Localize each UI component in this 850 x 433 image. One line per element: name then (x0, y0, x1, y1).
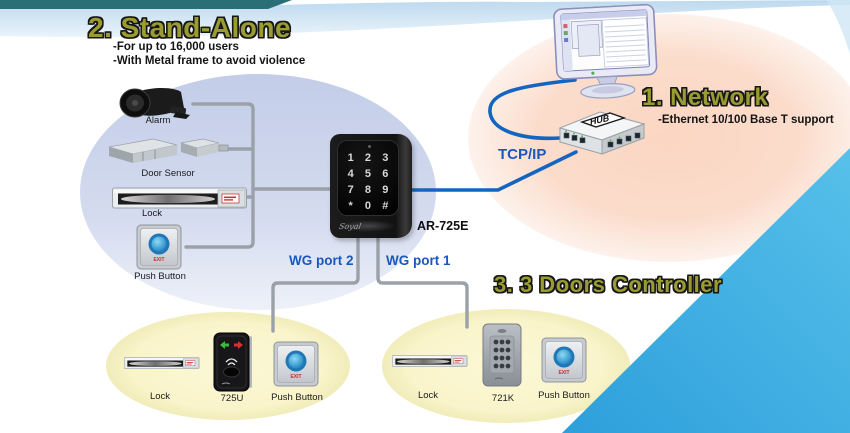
alarm-label: Alarm (145, 115, 171, 126)
key: * (348, 200, 353, 212)
top-right-wave (826, 0, 850, 54)
wg-port-2-label: WG port 2 (289, 253, 354, 268)
group1-push-button-icon: EXIT (273, 341, 319, 387)
key: 8 (364, 184, 372, 196)
group1-lock-label: Lock (149, 391, 171, 402)
group2-lock-label: Lock (417, 390, 439, 401)
reader-721k-label: 721K (491, 393, 515, 404)
reader-725u-icon (213, 332, 252, 392)
device-sheen (340, 220, 396, 232)
key: 1 (347, 152, 354, 164)
hub-label: HUB (590, 113, 610, 127)
soyal-brand-logo: Soyal (338, 222, 363, 231)
group1-lock-icon (124, 357, 200, 369)
led-indicator-icon (368, 145, 371, 148)
key: 3 (382, 152, 389, 164)
top-teal-strip (0, 0, 292, 9)
network-title: 1. Network (642, 84, 769, 111)
standalone-title: 2. Stand-Alone (88, 12, 292, 43)
key: 5 (364, 168, 372, 180)
ar725e-keypad-panel: 1 2 3 4 5 6 7 8 9 * 0 # (337, 140, 399, 216)
tcpip-label: TCP/IP (498, 146, 547, 163)
exit-text: EXIT (558, 370, 569, 376)
wg-wiring (271, 234, 469, 333)
group2-push-button-icon: EXIT (541, 337, 587, 383)
group2-lock-icon (392, 355, 468, 367)
exit-text: EXIT (290, 374, 301, 380)
monitor-icon (553, 3, 658, 99)
computer-monitor (545, 3, 665, 108)
alarm-icon (119, 88, 190, 119)
key: # (382, 200, 389, 212)
key: 0 (364, 200, 372, 212)
key: 2 (364, 152, 372, 164)
wg-port-1-label: WG port 1 (386, 253, 451, 268)
tcpip-cables (411, 78, 578, 192)
reader-721k-icon (482, 323, 522, 387)
standalone-bullet-1: -For up to 16,000 users (113, 41, 239, 53)
ar725e-device: 1 2 3 4 5 6 7 8 9 * 0 # Soyal (330, 134, 412, 238)
push-button-label: Push Button (134, 271, 186, 282)
key: 7 (347, 184, 354, 196)
group2-push-button-label: Push Button (538, 390, 590, 401)
ar725e-keys: 1 2 3 4 5 6 7 8 9 * 0 # (342, 152, 394, 212)
push-button-icon: EXIT (136, 224, 182, 270)
lock-icon (112, 187, 247, 209)
group1-push-button-label: Push Button (271, 392, 323, 403)
standalone-bullet-2: -With Metal frame to avoid violence (113, 55, 306, 67)
lock-label: Lock (141, 208, 163, 219)
corner-triangle (562, 148, 850, 433)
door-sensor-label: Door Sensor (141, 168, 195, 179)
network-hub-icon: HUB (558, 111, 646, 155)
network-bullet-1: -Ethernet 10/100 Base T support (658, 114, 834, 126)
ar725e-model-label: AR-725E (417, 219, 469, 233)
doors-title: 3. 3 Doors Controller (494, 272, 723, 297)
key: 9 (382, 184, 389, 196)
reader-725u-label: 725U (220, 393, 244, 404)
door-sensor-icon (108, 138, 229, 163)
key: 6 (382, 168, 389, 180)
key: 4 (347, 168, 354, 180)
exit-text: EXIT (153, 257, 164, 263)
